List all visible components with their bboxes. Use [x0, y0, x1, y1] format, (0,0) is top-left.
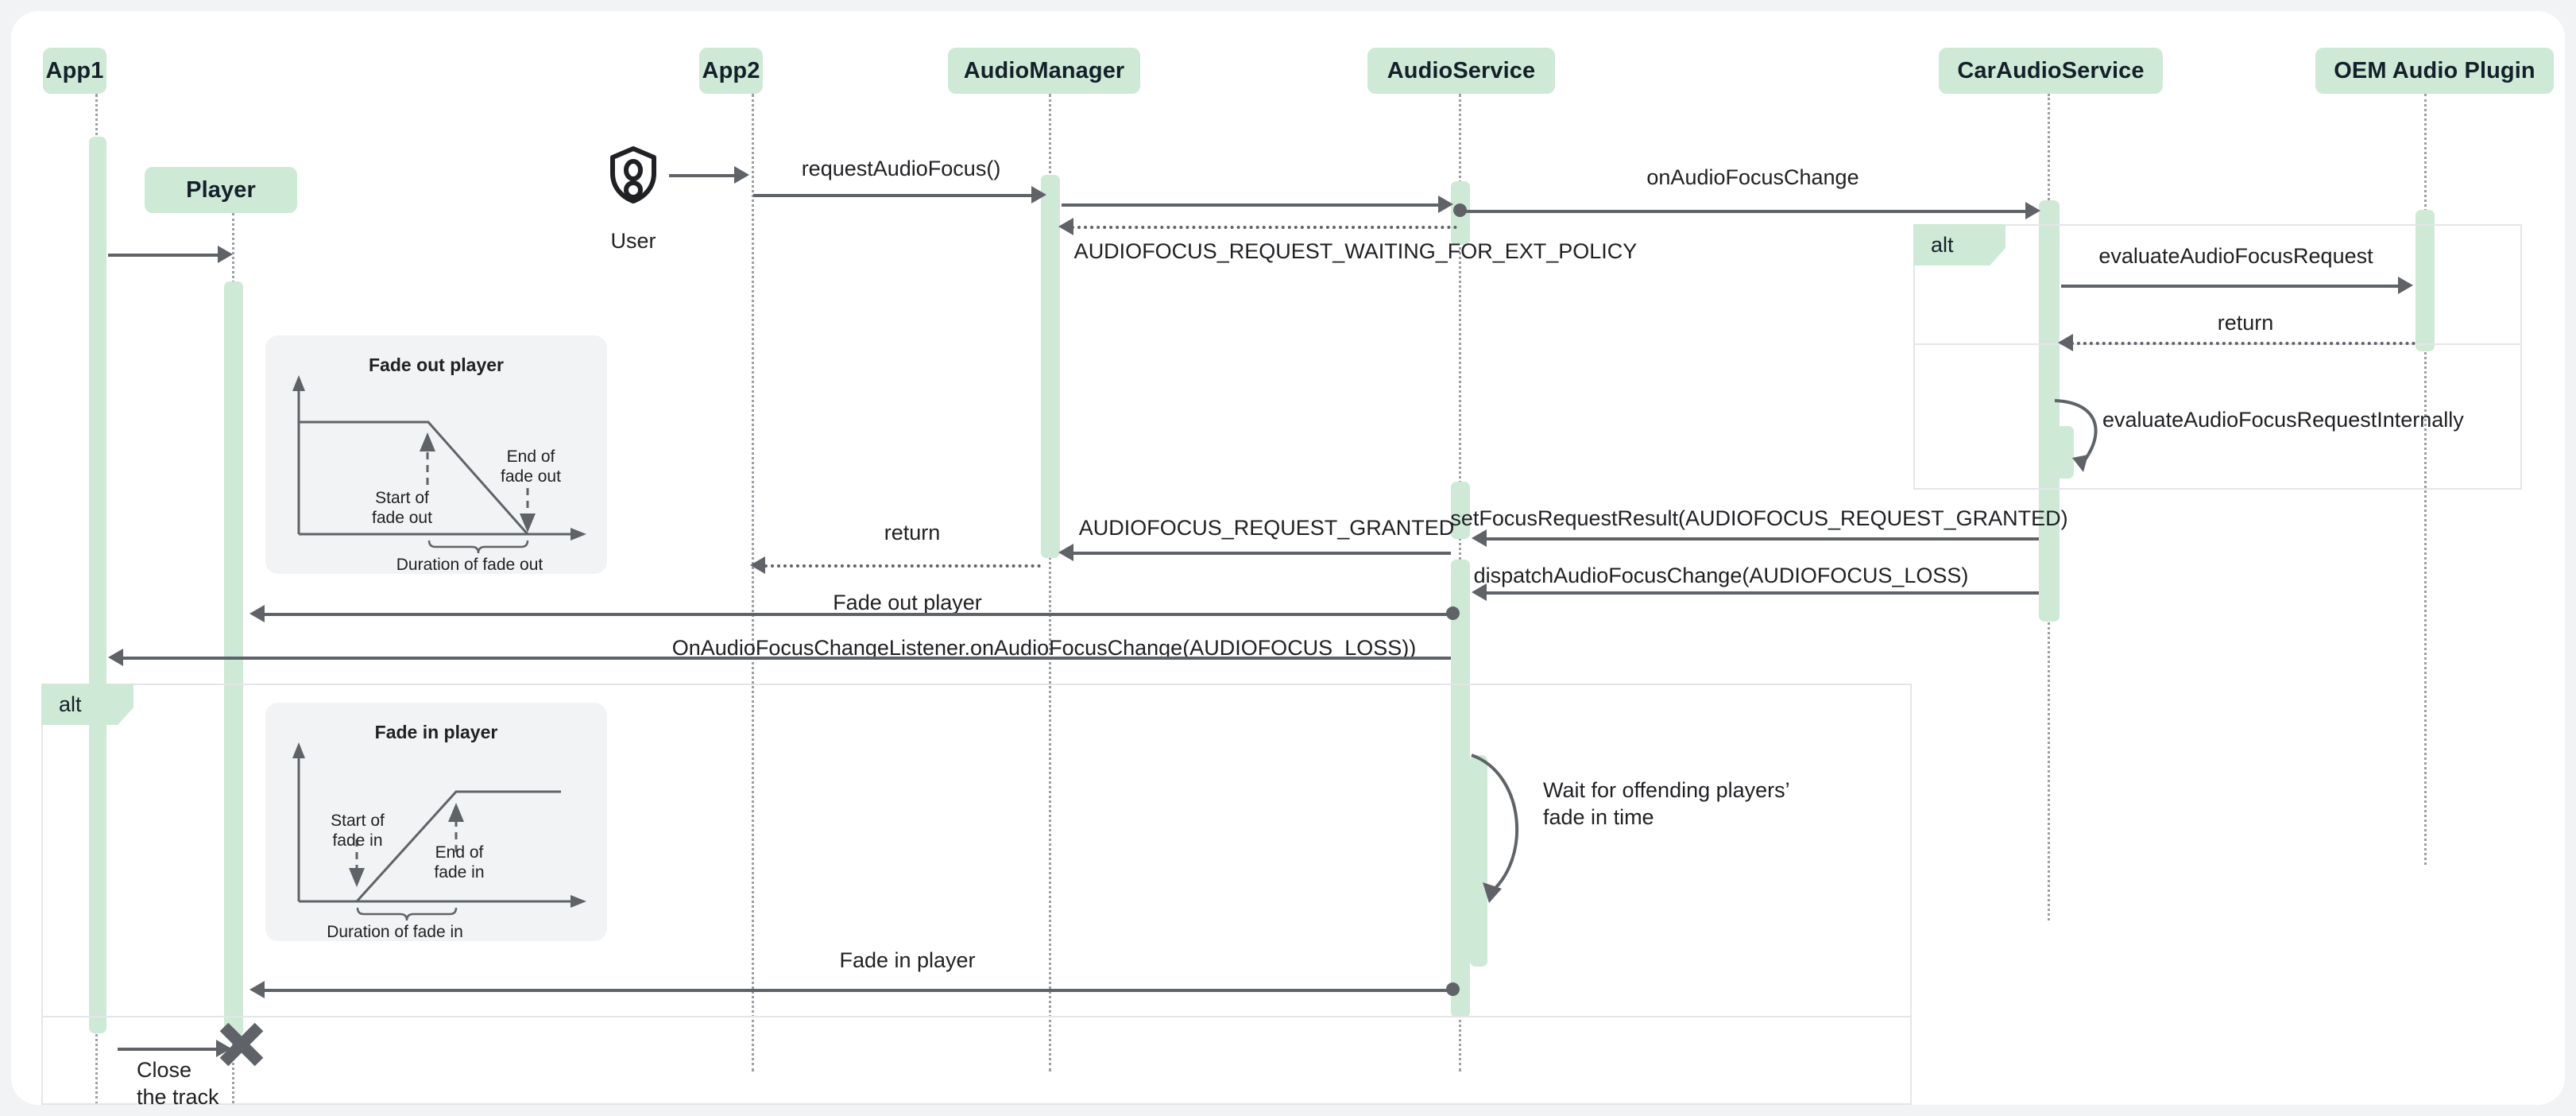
participant-caraudioservice[interactable]: CarAudioService: [1939, 48, 2163, 94]
msg-close-track-label: Close the track: [137, 1058, 219, 1109]
msg-audiomanager-to-audioservice-arrowhead: [1438, 196, 1453, 213]
msg-return-oem-label: return: [2217, 311, 2274, 335]
lifeline-audiomanager: [1049, 94, 1051, 1071]
note-fade-in-title: Fade in player: [374, 722, 498, 742]
note-fade-in-start-label: Start of fade in: [331, 812, 385, 851]
msg-user-to-app2-line: [669, 174, 736, 177]
msg-dispatch-loss-arrowhead: [1472, 583, 1487, 601]
msg-app1-to-player-line: [108, 254, 219, 257]
fragment-label-text: alt: [59, 692, 82, 716]
participant-app1[interactable]: App1: [43, 48, 106, 94]
fragment-alt-bottom-divider: [43, 1016, 1910, 1017]
participant-label: AudioService: [1387, 57, 1536, 83]
participant-label: OEM Audio Plugin: [2334, 57, 2535, 83]
msg-user-to-app2-arrowhead: [734, 166, 749, 184]
participant-label: CarAudioService: [1957, 57, 2145, 83]
note-fade-out-duration-label: Duration of fade out: [396, 556, 543, 574]
note-fade-out-title: Fade out player: [369, 355, 504, 375]
msg-request-audio-focus-line: [753, 194, 1033, 197]
activation-audioservice-mid: [1451, 482, 1470, 539]
msg-evaluate-internally-label: evaluateAudioFocusRequestInternally: [2102, 408, 2464, 432]
msg-audiofocus-waiting-arrowhead: [1058, 218, 1073, 235]
msg-return-audiomanager-label: return: [884, 521, 941, 544]
msg-return-oem-arrowhead: [2058, 334, 2073, 351]
participant-label: AudioManager: [963, 57, 1125, 83]
activation-audioservice-long: [1451, 560, 1470, 1017]
activation-caraudioservice: [2039, 200, 2060, 622]
fragment-alt-right: [1913, 224, 2522, 490]
msg-wait-fade-in-label: Wait for offending players’ fade in time: [1543, 778, 1790, 829]
msg-app1-to-player-arrowhead: [218, 246, 233, 263]
fragment-alt-bottom-label: alt: [41, 684, 133, 725]
msg-audiofocus-waiting-label: AUDIOFOCUS_REQUEST_WAITING_FOR_EXT_POLIC…: [1073, 239, 1638, 263]
msg-return-oem-line: [2071, 342, 2415, 345]
msg-close-track-line: [118, 1048, 219, 1051]
note-fade-out-player: Fade out player Star: [265, 335, 607, 574]
note-fade-out-end-label: End of fade out: [501, 448, 561, 486]
activation-audioservice-selfcall: [1470, 755, 1487, 967]
msg-evaluate-internally-selfloop: [2050, 393, 2137, 488]
msg-fade-in-player-origin-ball: [1446, 982, 1460, 996]
msg-dispatch-loss-line: [1486, 591, 2039, 595]
msg-on-audio-focus-change-arrowhead: [2025, 202, 2040, 219]
participant-label: App2: [702, 57, 760, 83]
destroy-marker-icon: [216, 1019, 267, 1070]
participant-label: App1: [45, 57, 104, 83]
note-fade-out-start-label: Start of fade out: [372, 489, 432, 528]
msg-on-audio-focus-change-label: onAudioFocusChange: [1646, 165, 1859, 189]
msg-request-audio-focus-arrowhead: [1031, 186, 1046, 203]
fragment-label-text: alt: [1931, 232, 1954, 257]
msg-set-focus-result-label: setFocusRequestResult(AUDIOFOCUS_REQUEST…: [1450, 506, 2068, 530]
msg-audiofocus-waiting-line: [1071, 226, 1457, 229]
participant-oemaudioplugin[interactable]: OEM Audio Plugin: [2315, 48, 2554, 94]
lifeline-oemaudioplugin: [2424, 94, 2427, 865]
fade-in-chart-svg: [292, 742, 586, 921]
msg-set-focus-result-arrowhead: [1472, 529, 1487, 547]
msg-granted-arrowhead: [1058, 544, 1073, 561]
msg-fade-in-player-line: [264, 989, 1449, 992]
msg-listener-loss-label: OnAudioFocusChangeListener.onAudioFocusC…: [671, 636, 1417, 660]
msg-audiomanager-to-audioservice-line: [1062, 203, 1441, 207]
user-shield-icon: [609, 146, 658, 203]
note-fade-in-end-label: End of fade in: [434, 843, 485, 882]
msg-granted-label: AUDIOFOCUS_REQUEST_GRANTED: [1078, 516, 1455, 540]
actor-user-label: User: [610, 229, 656, 253]
diagram-canvas: App1 Player App2 AudioManager AudioServi…: [11, 11, 2565, 1109]
fragment-alt-bottom: [41, 684, 1912, 1105]
participant-player[interactable]: Player: [145, 167, 297, 213]
fade-out-chart-svg: [292, 375, 586, 554]
msg-return-audiomanager-line: [764, 564, 1041, 568]
participant-label: Player: [186, 176, 256, 203]
msg-fade-out-player-origin-ball: [1446, 606, 1460, 620]
msg-on-audio-focus-change-line: [1460, 210, 2029, 213]
msg-evaluate-request-label: evaluateAudioFocusRequest: [2098, 244, 2373, 268]
msg-fade-out-player-arrowhead: [249, 605, 265, 622]
participant-app2[interactable]: App2: [699, 48, 763, 94]
msg-fade-in-player-arrowhead: [249, 981, 265, 998]
activation-app1: [89, 137, 106, 1033]
lifeline-app2: [752, 94, 754, 1071]
msg-evaluate-request-line: [2061, 285, 2401, 288]
msg-request-audio-focus-label: requestAudioFocus(): [801, 157, 1001, 180]
msg-on-audio-focus-change-origin-ball: [1453, 203, 1467, 217]
msg-dispatch-loss-label: dispatchAudioFocusChange(AUDIOFOCUS_LOSS…: [1473, 564, 1969, 587]
msg-granted-line: [1071, 552, 1451, 555]
msg-return-audiomanager-arrowhead: [750, 556, 765, 574]
participant-audioservice[interactable]: AudioService: [1367, 48, 1555, 94]
msg-fade-out-player-label: Fade out player: [833, 591, 982, 614]
msg-listener-loss-line: [122, 657, 1451, 660]
msg-evaluate-request-arrowhead: [2398, 277, 2413, 294]
msg-listener-loss-arrowhead: [108, 649, 123, 666]
note-fade-in-duration-label: Duration of fade in: [327, 923, 463, 941]
participant-audiomanager[interactable]: AudioManager: [948, 48, 1140, 94]
fragment-alt-right-label: alt: [1913, 224, 2005, 265]
msg-fade-out-player-line: [264, 613, 1449, 616]
note-fade-in-player: Fade in player Start: [265, 703, 607, 941]
msg-set-focus-result-line: [1486, 537, 2039, 541]
activation-caraudioservice-selfcall: [2056, 426, 2074, 479]
msg-fade-in-player-label: Fade in player: [839, 948, 976, 972]
activation-audiomanager: [1041, 175, 1060, 558]
msg-wait-fade-in-selfloop: [1467, 750, 1562, 909]
activation-oemaudioplugin: [2415, 210, 2435, 351]
